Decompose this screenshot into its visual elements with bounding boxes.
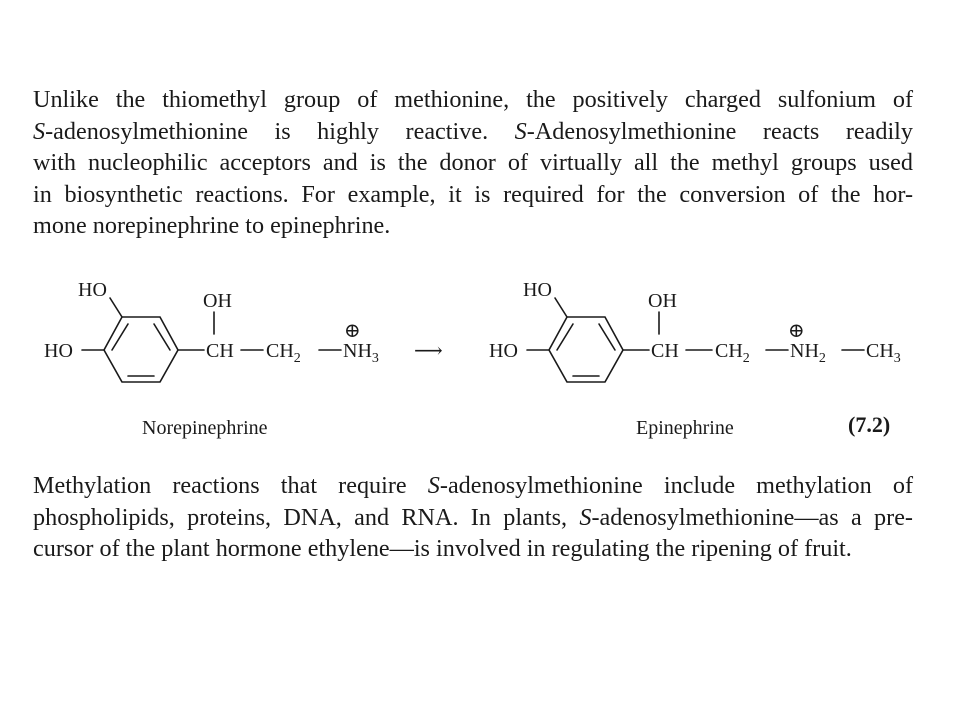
atom-label: HO — [523, 279, 552, 301]
bond-ho-top — [554, 297, 568, 318]
reaction-arrow: ⟶ — [414, 340, 443, 362]
text-line: cursor of the plant hormone ethylene—is … — [33, 535, 852, 563]
atom-label: OH — [648, 290, 677, 312]
compound-name-norepinephrine: Norepinephrine — [142, 417, 268, 439]
atom-label: CH — [206, 340, 234, 362]
ring-double-bond — [556, 323, 574, 351]
atom-label: NH2 — [790, 340, 826, 366]
atom-label: NH3 — [343, 340, 379, 366]
text-line: with nucleophilic acceptors and is the d… — [33, 149, 913, 177]
atom-label: CH2 — [266, 340, 301, 366]
ring-double-bond — [153, 323, 171, 351]
atom-label: OH — [203, 290, 232, 312]
ring-double-bond — [598, 323, 616, 351]
benzene-ring-product — [548, 316, 624, 383]
text-line: mone norepinephrine to epinephrine. — [33, 212, 391, 240]
equation-number: (7.2) — [848, 412, 890, 437]
paragraph-methylation: Methylation reactions that require S-ade… — [33, 470, 913, 565]
text-line: Unlike the thiomethyl group of methionin… — [33, 86, 913, 113]
charge-symbol: ⊕ — [344, 320, 361, 342]
atom-label: CH3 — [866, 340, 901, 366]
ring-double-bond — [111, 323, 129, 351]
text-line: S-adenosylmethionine is highly reactive.… — [33, 117, 913, 145]
bond-ho-top — [109, 297, 123, 318]
atom-label: HO — [489, 340, 518, 362]
text-line: Methylation reactions that require S-ade… — [33, 472, 913, 499]
text-line: in biosynthetic reactions. For example, … — [33, 180, 913, 208]
compound-name-epinephrine: Epinephrine — [636, 417, 734, 439]
reaction-scheme: HO HO OH CH CH2 ⊕ NH3 ⟶ HO HO OH CH CH2 … — [44, 279, 901, 439]
charge-symbol: ⊕ — [788, 320, 805, 342]
text-line: phospholipids, proteins, DNA, and RNA. I… — [33, 503, 913, 531]
benzene-ring-reactant — [103, 316, 179, 383]
atom-label: HO — [44, 340, 73, 362]
atom-label: HO — [78, 279, 107, 301]
paragraph-intro: Unlike the thiomethyl group of methionin… — [33, 84, 913, 242]
atom-label: CH2 — [715, 340, 750, 366]
atom-label: CH — [651, 340, 679, 362]
